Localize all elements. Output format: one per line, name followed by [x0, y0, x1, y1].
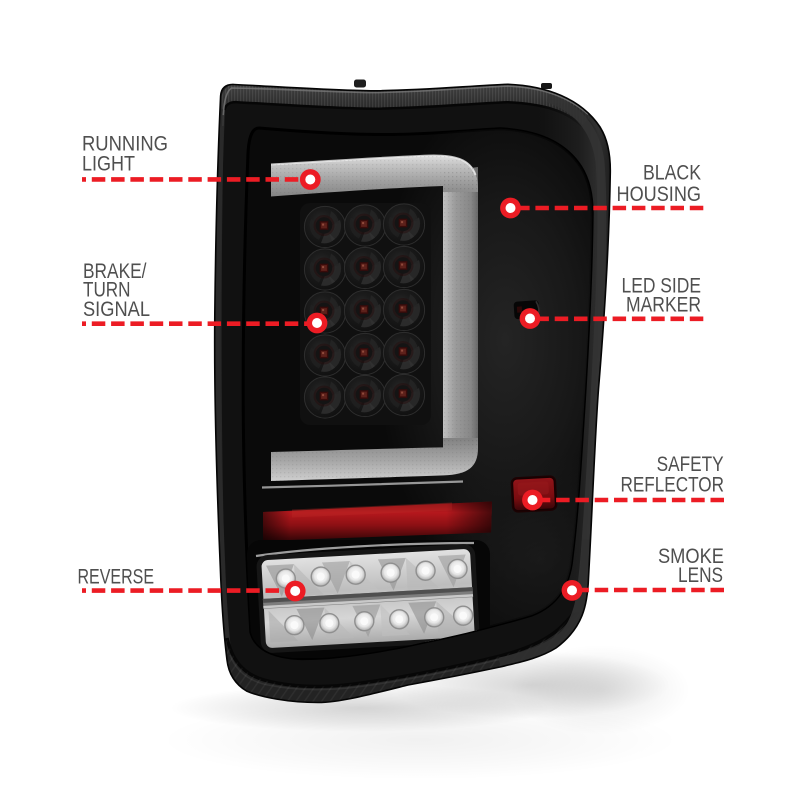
- svg-text:SIGNAL: SIGNAL: [83, 298, 150, 321]
- svg-text:BLACK: BLACK: [643, 162, 701, 185]
- svg-text:BRAKE/: BRAKE/: [83, 260, 147, 283]
- svg-text:TURN: TURN: [83, 279, 131, 302]
- svg-text:REFLECTOR: REFLECTOR: [621, 474, 725, 497]
- svg-text:REVERSE: REVERSE: [78, 566, 155, 589]
- svg-text:RUNNING: RUNNING: [82, 132, 168, 155]
- svg-text:SMOKE: SMOKE: [658, 545, 724, 568]
- svg-text:LIGHT: LIGHT: [82, 153, 135, 176]
- svg-text:SAFETY: SAFETY: [657, 453, 724, 476]
- svg-text:MARKER: MARKER: [626, 293, 701, 316]
- svg-text:LED SIDE: LED SIDE: [622, 274, 702, 297]
- svg-text:LENS: LENS: [678, 564, 723, 587]
- svg-text:HOUSING: HOUSING: [617, 183, 702, 206]
